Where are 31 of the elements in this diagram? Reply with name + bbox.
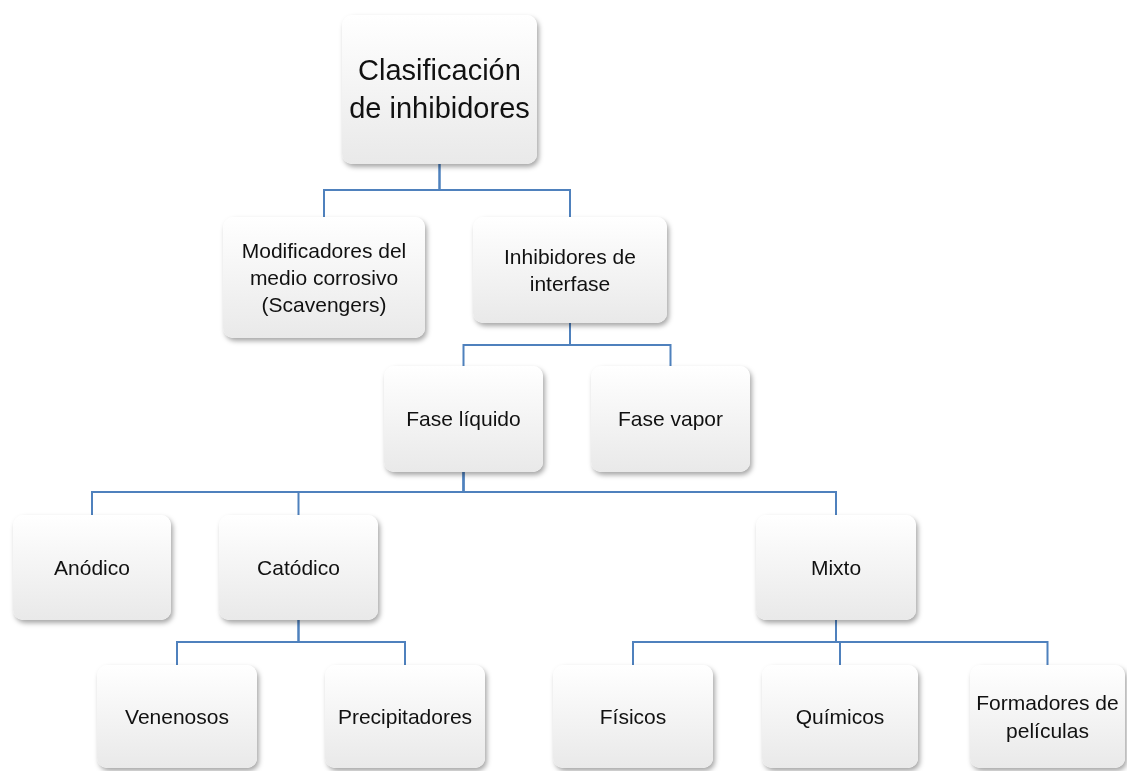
connector-line	[835, 619, 1049, 666]
node-label: Precipitadores	[337, 703, 473, 730]
node-label: Modificadores del medio corrosivo (Scavengers)	[240, 237, 408, 319]
node-label: Venenosos	[125, 703, 229, 730]
node-label: Fase vapor	[617, 406, 724, 433]
rounded-box	[97, 665, 257, 768]
node-label: Catódico	[257, 554, 340, 581]
node-label: Inhibidores de interfase	[503, 243, 637, 297]
node-label: Fase líquido	[406, 406, 521, 433]
rounded-box	[13, 515, 171, 620]
node-label: Clasificación de inhibidores	[348, 52, 531, 126]
rounded-box	[591, 366, 750, 472]
rounded-box	[384, 366, 543, 472]
rounded-box	[325, 665, 485, 768]
rounded-box	[219, 515, 378, 620]
rounded-box	[473, 217, 667, 323]
connector-line	[297, 619, 406, 666]
rounded-box	[342, 15, 537, 164]
node-label: Formadores de películas	[976, 690, 1119, 744]
node-label: Físicos	[599, 703, 667, 730]
node-label: Anódico	[54, 554, 130, 581]
rounded-box	[223, 217, 425, 338]
node-label: Químicos	[795, 703, 885, 730]
node-label: Mixto	[810, 554, 862, 581]
connector-line	[462, 471, 837, 516]
connector-line	[569, 322, 672, 367]
rounded-box	[756, 515, 916, 620]
connector-line	[438, 163, 571, 218]
rounded-box	[553, 665, 713, 768]
rounded-box	[970, 665, 1125, 768]
rounded-box	[762, 665, 918, 768]
